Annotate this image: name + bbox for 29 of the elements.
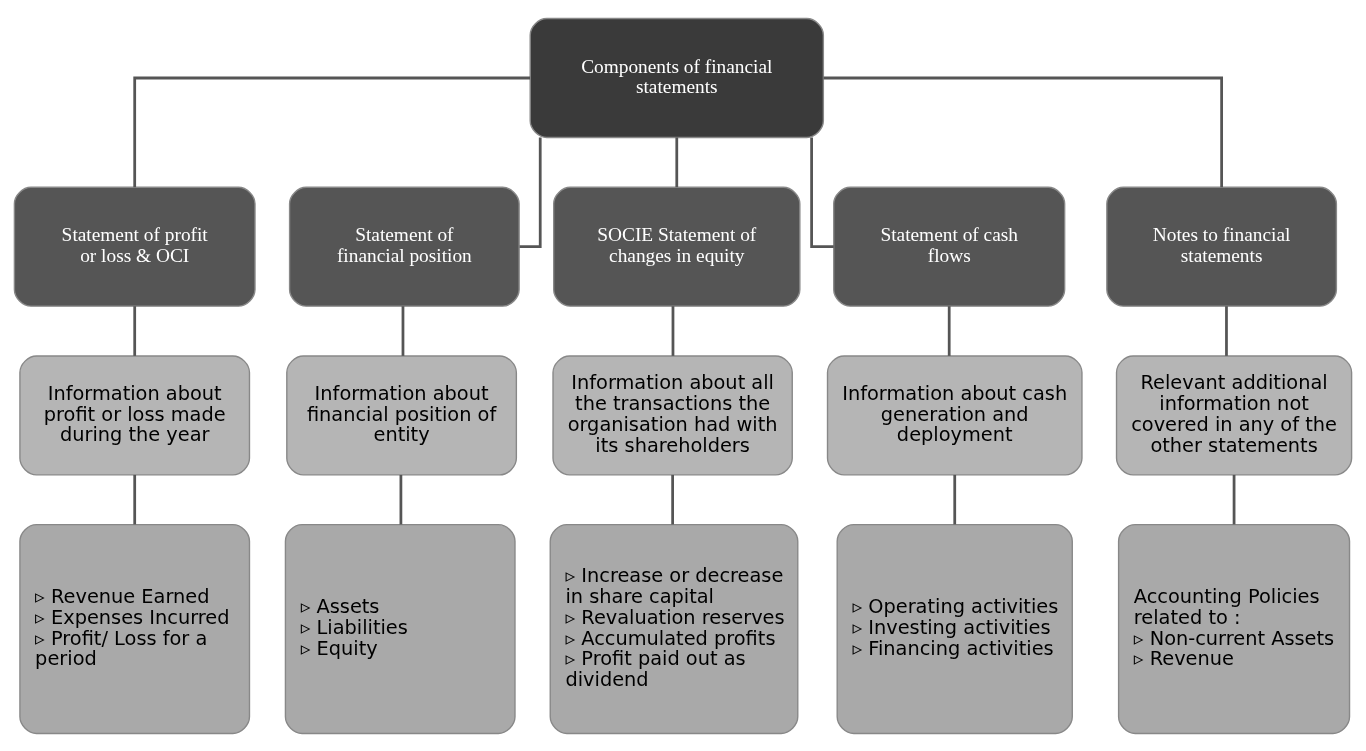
node-box: Relevant additional information not covered in any of the other statements xyxy=(1115,354,1353,476)
connector xyxy=(133,305,137,356)
node-box: Information about financial position of entity xyxy=(286,354,518,476)
connector xyxy=(671,305,675,356)
node-box: ▹ Operating activities ▹ Investing activities ▹ Financing activities xyxy=(836,523,1073,734)
connector xyxy=(133,474,137,524)
connector xyxy=(953,474,957,524)
node-box: Information about all the transactions the organisation had with its shareholders xyxy=(552,354,793,476)
connector xyxy=(823,76,1223,187)
node-box: Statement of financial position xyxy=(288,186,520,307)
node-box: Statement of profit or loss & OCI xyxy=(13,186,256,307)
node-box: Notes to financial statements xyxy=(1106,186,1338,307)
connector xyxy=(947,305,951,356)
node-box: ▹ Revenue Earned ▹ Expenses Incurred ▹ Profit/ Loss for a period xyxy=(19,523,251,734)
node-box: SOCIE Statement of changes in equity xyxy=(553,186,801,307)
node-box: Components of financial statements xyxy=(529,17,825,138)
connector xyxy=(675,136,679,187)
node-box: Accounting Policies related to : ▹ Non-current Assets ▹ Revenue xyxy=(1117,523,1351,734)
connector xyxy=(1225,305,1228,356)
connector xyxy=(401,305,405,356)
node-box: Information about cash generation and deployment xyxy=(826,354,1083,476)
node-box: ▹ Assets ▹ Liabilities ▹ Equity xyxy=(284,523,516,734)
connector xyxy=(133,76,531,187)
node-box: ▹ Increase or decrease in share capital ▹ Revaluation reserves ▹ Accumulated profits ▹ Profit paid out as dividend xyxy=(549,523,799,734)
connector xyxy=(671,474,674,524)
connector xyxy=(1232,474,1236,524)
connector xyxy=(399,474,403,524)
node-box: Information about profit or loss made during the year xyxy=(19,354,251,476)
node-box: Statement of cash flows xyxy=(833,186,1066,307)
